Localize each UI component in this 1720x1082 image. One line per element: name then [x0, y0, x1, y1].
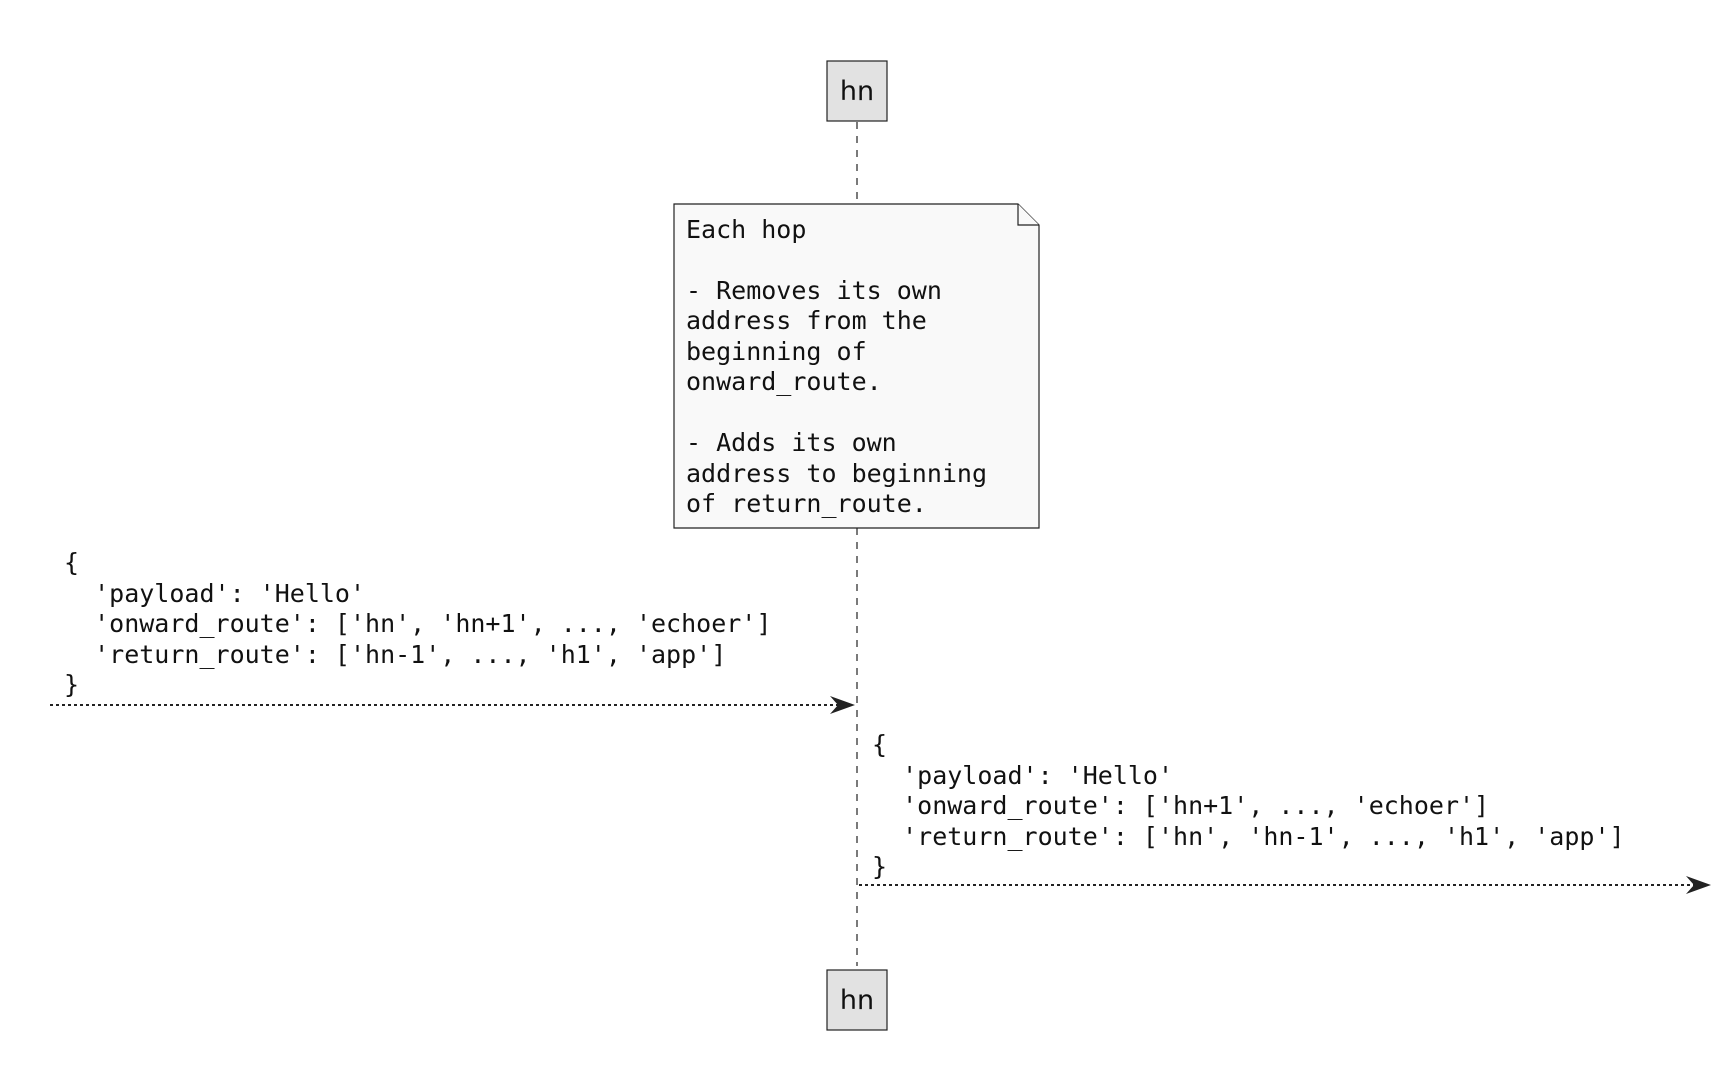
outgoing-message-line: }	[872, 852, 887, 881]
participant-top: hn	[826, 60, 888, 122]
participant-top-box	[826, 60, 888, 122]
note-line: Each hop	[686, 215, 806, 244]
incoming-arrow-head	[830, 696, 855, 714]
note-line: address from the	[686, 306, 927, 335]
outgoing-message-line: 'return_route': ['hn', 'hn-1', ..., 'h1'…	[872, 822, 1625, 851]
incoming-message-line: {	[64, 548, 79, 577]
participant-bottom-label: hn	[840, 985, 874, 1016]
note-line: - Removes its own	[686, 276, 942, 305]
incoming-message-line: 'onward_route': ['hn', 'hn+1', ..., 'ech…	[64, 609, 771, 638]
outgoing-arrow-head	[1686, 876, 1711, 894]
note-line: - Adds its own	[686, 428, 897, 457]
outgoing-message: { 'payload': 'Hello' 'onward_route': ['h…	[859, 730, 1711, 894]
outgoing-message-line: 'payload': 'Hello'	[872, 761, 1173, 790]
incoming-message-line: 'payload': 'Hello'	[64, 579, 365, 608]
note-line: of return_route.	[686, 489, 927, 518]
incoming-message: { 'payload': 'Hello' 'onward_route': ['h…	[50, 548, 855, 714]
outgoing-message-line: {	[872, 730, 887, 759]
note-line: beginning of	[686, 337, 867, 366]
participant-bottom: hn	[826, 969, 888, 1031]
note: Each hop - Removes its own address from …	[673, 203, 1040, 529]
outgoing-message-line: 'onward_route': ['hn+1', ..., 'echoer']	[872, 791, 1489, 820]
incoming-message-line: }	[64, 670, 79, 699]
participant-bottom-box	[826, 969, 888, 1031]
note-line: onward_route.	[686, 367, 882, 396]
incoming-message-line: 'return_route': ['hn-1', ..., 'h1', 'app…	[64, 640, 726, 669]
note-box	[673, 203, 1040, 529]
note-folded-corner	[1017, 204, 1039, 226]
note-line: address to beginning	[686, 459, 987, 488]
participant-top-label: hn	[840, 76, 874, 107]
